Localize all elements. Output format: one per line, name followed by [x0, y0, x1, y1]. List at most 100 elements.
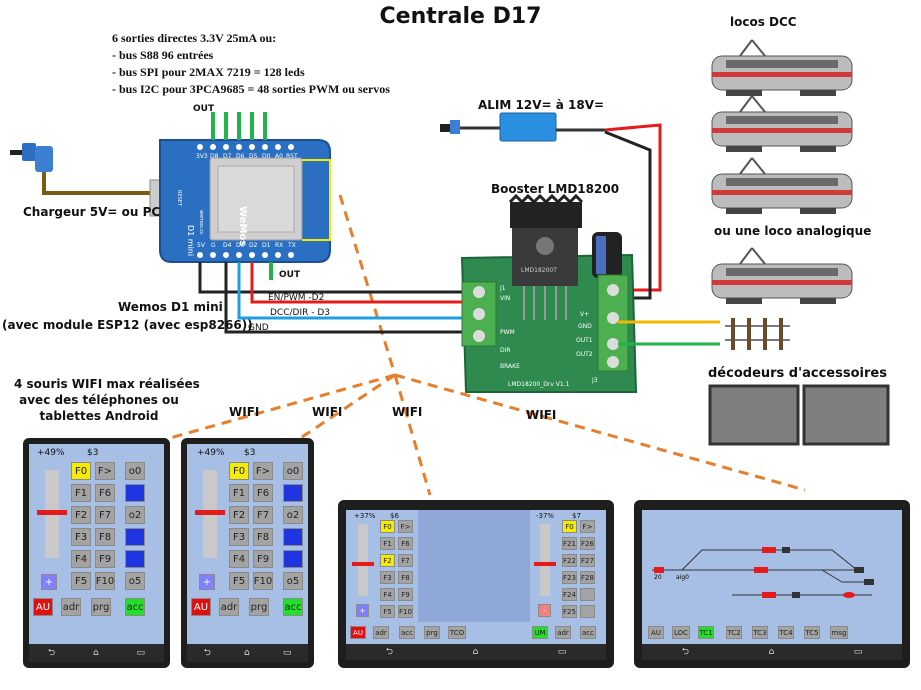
key-fnext[interactable]: F>: [253, 462, 273, 480]
right-key-f26[interactable]: F26: [580, 537, 595, 550]
left-key-f4[interactable]: F4: [380, 588, 395, 601]
acc-button[interactable]: acc: [283, 598, 303, 616]
right-acc-button[interactable]: acc: [580, 626, 596, 639]
key-o4[interactable]: o4: [125, 550, 145, 568]
key-f2[interactable]: F2: [229, 506, 249, 524]
right-adr-button[interactable]: adr: [555, 626, 571, 639]
key-f0[interactable]: F0: [71, 462, 91, 480]
recents-icon[interactable]: ▭: [282, 648, 292, 658]
throttle-cursor[interactable]: [195, 510, 225, 515]
prg-button[interactable]: prg: [91, 598, 111, 616]
au-button[interactable]: AU: [33, 598, 53, 616]
recents-icon[interactable]: ▭: [853, 647, 863, 657]
prg-button[interactable]: prg: [424, 626, 440, 639]
left-key-f0[interactable]: F0: [380, 520, 395, 533]
adr-button[interactable]: adr: [373, 626, 389, 639]
left-key-fnext[interactable]: F>: [398, 520, 413, 533]
adr-button[interactable]: adr: [219, 598, 239, 616]
key-o5[interactable]: o5: [125, 572, 145, 590]
right-throttle-cursor[interactable]: [534, 562, 556, 566]
right-key-f28[interactable]: F28: [580, 571, 595, 584]
tc5-button[interactable]: TC5: [804, 626, 820, 639]
key-f5[interactable]: F5: [71, 572, 91, 590]
home-icon[interactable]: ⌂: [768, 647, 775, 657]
adr-button[interactable]: adr: [61, 598, 81, 616]
tc1-button[interactable]: TC1: [698, 626, 714, 639]
left-plus-button[interactable]: +: [356, 604, 369, 617]
tc4-button[interactable]: TC4: [778, 626, 794, 639]
left-key-f2[interactable]: F2: [380, 554, 395, 567]
home-icon[interactable]: ⌂: [472, 647, 479, 657]
right-key-f22[interactable]: F22: [562, 554, 577, 567]
key-o3[interactable]: o3: [125, 528, 145, 546]
right-throttle-slider[interactable]: [540, 524, 550, 596]
left-key-f6[interactable]: F6: [398, 537, 413, 550]
key-f0[interactable]: F0: [229, 462, 249, 480]
prg-button[interactable]: prg: [249, 598, 269, 616]
key-f7[interactable]: F7: [253, 506, 273, 524]
tco-button[interactable]: TCO: [448, 626, 466, 639]
key-f5[interactable]: F5: [229, 572, 249, 590]
key-f6[interactable]: F6: [253, 484, 273, 502]
tc2-button[interactable]: TC2: [726, 626, 742, 639]
left-throttle-slider[interactable]: [358, 524, 368, 596]
key-f9[interactable]: F9: [95, 550, 115, 568]
um-button[interactable]: UM: [532, 626, 548, 639]
left-throttle-cursor[interactable]: [352, 562, 374, 566]
back-icon[interactable]: ⮌: [681, 647, 689, 657]
key-f4[interactable]: F4: [71, 550, 91, 568]
recents-icon[interactable]: ▭: [136, 648, 146, 658]
right-key-f25[interactable]: F25: [562, 605, 577, 618]
key-o2[interactable]: o2: [283, 506, 303, 524]
left-key-f9[interactable]: F9: [398, 588, 413, 601]
key-f7[interactable]: F7: [95, 506, 115, 524]
left-key-f5[interactable]: F5: [380, 605, 395, 618]
plus-button[interactable]: +: [41, 574, 57, 590]
left-key-f8[interactable]: F8: [398, 571, 413, 584]
key-f8[interactable]: F8: [95, 528, 115, 546]
key-f1[interactable]: F1: [229, 484, 249, 502]
right-key-f21[interactable]: F21: [562, 537, 577, 550]
au-button[interactable]: AU: [350, 626, 366, 639]
au-button[interactable]: AU: [191, 598, 211, 616]
right-minus-button[interactable]: -: [538, 604, 551, 617]
back-icon[interactable]: ⮌: [385, 647, 393, 657]
right-key-empty-2[interactable]: [580, 605, 595, 618]
key-o1[interactable]: o1: [125, 484, 145, 502]
key-f8[interactable]: F8: [253, 528, 273, 546]
loc-button[interactable]: LOC: [672, 626, 690, 639]
key-o4[interactable]: o4: [283, 550, 303, 568]
key-f6[interactable]: F6: [95, 484, 115, 502]
left-key-f3[interactable]: F3: [380, 571, 395, 584]
home-icon[interactable]: ⌂: [92, 648, 99, 658]
key-f2[interactable]: F2: [71, 506, 91, 524]
key-o0[interactable]: o0: [125, 462, 145, 480]
right-key-fnext[interactable]: F>: [580, 520, 595, 533]
right-key-empty-1[interactable]: [580, 588, 595, 601]
key-f10[interactable]: F10: [253, 572, 273, 590]
tc3-button[interactable]: TC3: [752, 626, 768, 639]
home-icon[interactable]: ⌂: [243, 648, 250, 658]
right-key-f0[interactable]: F0: [562, 520, 577, 533]
msg-button[interactable]: msg: [830, 626, 848, 639]
key-f3[interactable]: F3: [229, 528, 249, 546]
key-f10[interactable]: F10: [95, 572, 115, 590]
back-icon[interactable]: ⮌: [203, 648, 211, 658]
key-f9[interactable]: F9: [253, 550, 273, 568]
right-key-f24[interactable]: F24: [562, 588, 577, 601]
key-o0[interactable]: o0: [283, 462, 303, 480]
key-f1[interactable]: F1: [71, 484, 91, 502]
left-key-f1[interactable]: F1: [380, 537, 395, 550]
key-fnext[interactable]: F>: [95, 462, 115, 480]
recents-icon[interactable]: ▭: [557, 647, 567, 657]
back-icon[interactable]: ⮌: [47, 648, 56, 658]
key-f4[interactable]: F4: [229, 550, 249, 568]
acc-button[interactable]: acc: [125, 598, 145, 616]
acc-button[interactable]: acc: [399, 626, 415, 639]
plus-button[interactable]: +: [199, 574, 215, 590]
au-button[interactable]: AU: [648, 626, 664, 639]
key-f3[interactable]: F3: [71, 528, 91, 546]
right-key-f23[interactable]: F23: [562, 571, 577, 584]
key-o2[interactable]: o2: [125, 506, 145, 524]
key-o1[interactable]: o1: [283, 484, 303, 502]
